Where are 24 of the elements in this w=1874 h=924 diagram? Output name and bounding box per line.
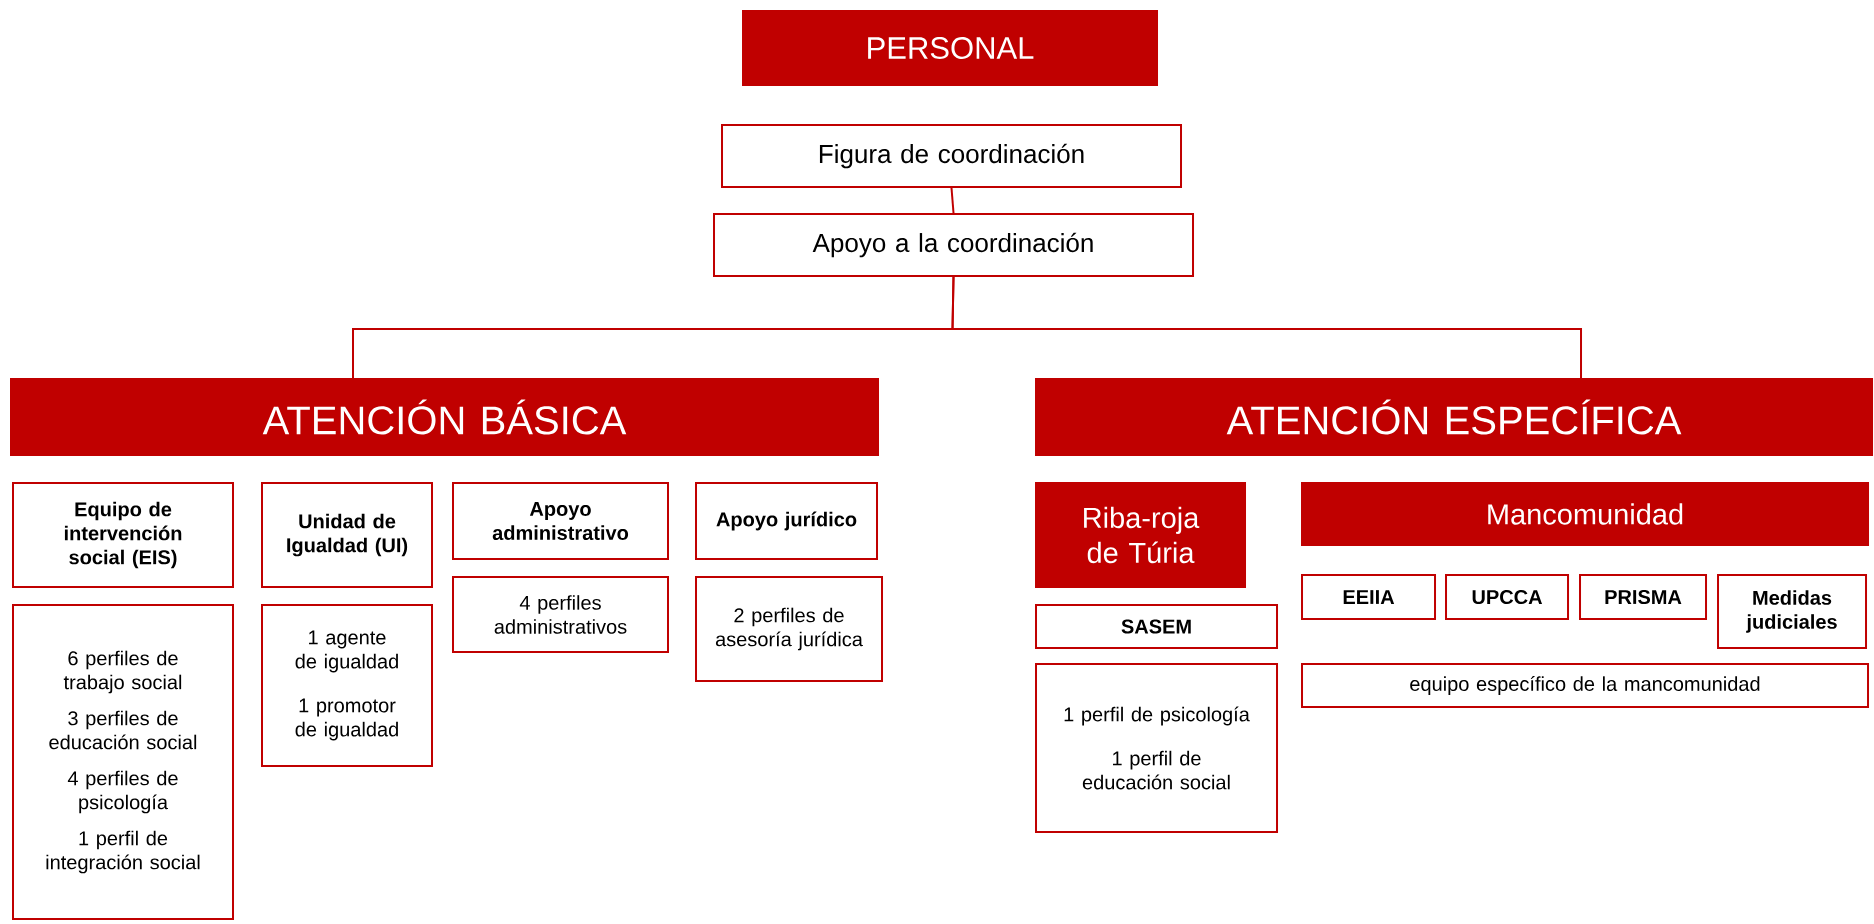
text-box: 4 perfiles administrativos — [452, 576, 669, 653]
text-box: Apoyo jurídico — [695, 482, 878, 560]
heading-banner: ATENCIÓN ESPECÍFICA — [1035, 378, 1873, 456]
text-box: 1 perfil de psicología 1 perfil de educación social — [1035, 663, 1278, 833]
text-box: 2 perfiles de asesoría jurídica — [695, 576, 883, 682]
text-box: PRISMA — [1579, 574, 1707, 620]
heading-banner: Mancomunidad — [1301, 482, 1869, 546]
text-box: Medidas judiciales — [1717, 574, 1867, 649]
text-box: SASEM — [1035, 604, 1278, 649]
text-box: Unidad de Igualdad (UI) — [261, 482, 433, 588]
connector-line — [951, 276, 1582, 379]
text-box: Figura de coordinación — [721, 124, 1182, 188]
heading-banner: ATENCIÓN BÁSICA — [10, 378, 879, 456]
text-box: 1 agente de igualdad 1 promotor de igualdad — [261, 604, 433, 767]
text-box: 6 perfiles de trabajo social 3 perfiles de educación social 4 perfiles de psicología 1 perfil de integración social — [12, 604, 234, 920]
text-box: EEIIA — [1301, 574, 1436, 620]
text-box: Equipo de intervención social (EIS) — [12, 482, 234, 588]
heading-banner: PERSONAL — [742, 10, 1158, 86]
heading-banner: Riba-roja de Túria — [1035, 482, 1246, 588]
connector-line — [950, 187, 955, 214]
text-box: Apoyo administrativo — [452, 482, 669, 560]
text-box: Apoyo a la coordinación — [713, 213, 1194, 277]
text-box: UPCCA — [1445, 574, 1569, 620]
text-box: equipo específico de la mancomunidad — [1301, 663, 1869, 708]
